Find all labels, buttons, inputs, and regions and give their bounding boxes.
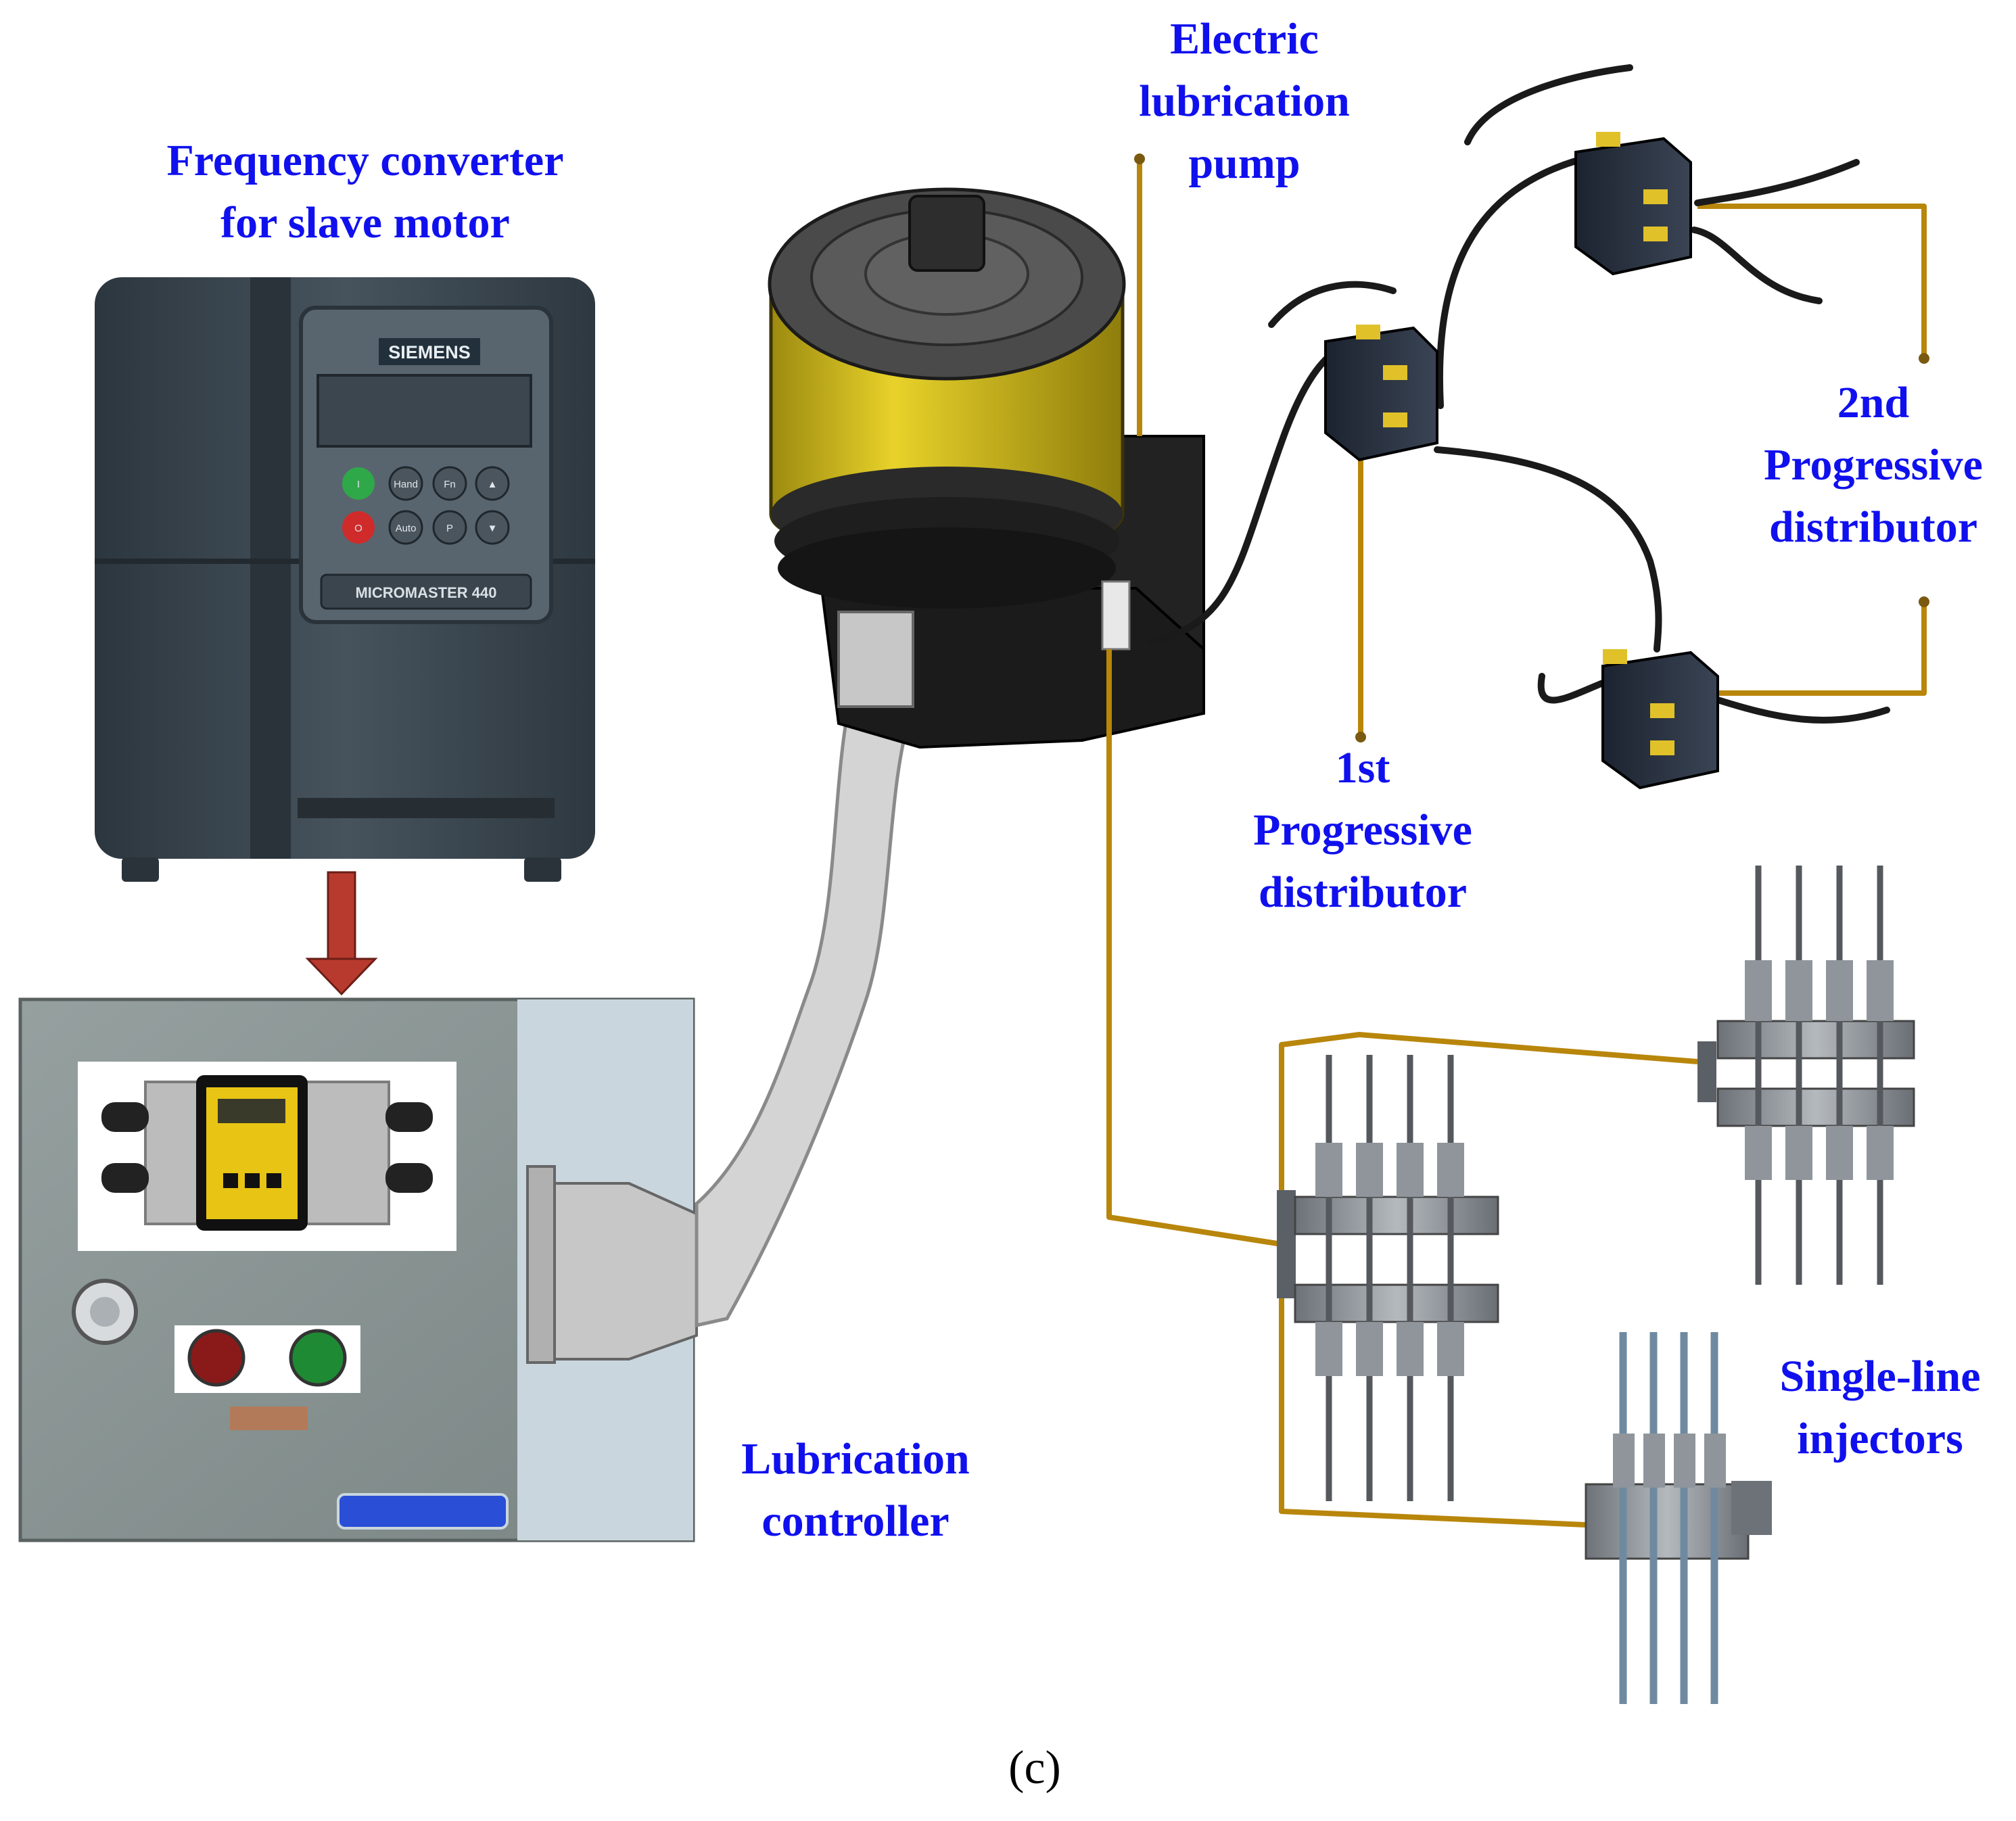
svg-text:P: P xyxy=(446,523,453,534)
pump-connector xyxy=(837,611,914,708)
frequency-converter-device: SIEMENS I Hand Fn ▲ O Auto P ▼ MICROMAST… xyxy=(95,277,595,882)
brand-plate xyxy=(379,338,480,365)
pipe-to-lower-injectors xyxy=(1279,1244,1587,1528)
svg-text:Auto: Auto xyxy=(396,523,417,534)
nameplate xyxy=(337,1493,509,1530)
injector-bank-left xyxy=(1277,1055,1499,1501)
pipe-to-injectors xyxy=(1106,649,1282,1247)
electric-pump-label: Electric lubrication pump xyxy=(1139,14,1350,188)
svg-text:Fn: Fn xyxy=(444,479,456,490)
converter-display xyxy=(317,374,532,448)
second-distributor-leader-top xyxy=(1697,204,1927,358)
distributor-hoses xyxy=(1146,64,1890,724)
outlet-valve xyxy=(1101,580,1131,651)
brand-text: SIEMENS xyxy=(388,342,471,362)
model-text: MICROMASTER 440 xyxy=(355,584,496,601)
injector-bank-upper-right xyxy=(1697,866,1915,1285)
key-on xyxy=(342,467,375,500)
signal-arrow xyxy=(305,871,378,996)
signal-hose xyxy=(695,687,912,1328)
svg-text:▲: ▲ xyxy=(488,479,498,490)
injector-bank-lower xyxy=(1585,1332,1772,1704)
svg-text:O: O xyxy=(354,523,362,534)
lubricant-pipes xyxy=(1106,159,1927,1528)
svg-text:▼: ▼ xyxy=(488,523,498,534)
lubrication-controller-label: Lubrication controller xyxy=(741,1434,970,1546)
frequency-converter-label: Frequency converter for slave motor xyxy=(166,136,564,247)
first-progressive-distributor xyxy=(1324,325,1438,462)
figure-caption: (c) xyxy=(1008,1742,1061,1794)
lubrication-controller-box xyxy=(18,997,698,1542)
harting-connector xyxy=(526,1165,698,1364)
second-distributor-label: 2nd Progressive distributor xyxy=(1764,378,1983,552)
pipe-to-upper-injectors xyxy=(1279,1032,1698,1244)
red-indicator-lamp xyxy=(187,1329,245,1387)
first-distributor-label: 1st Progressive distributor xyxy=(1253,743,1472,917)
second-progressive-distributor-lower xyxy=(1601,649,1719,790)
second-progressive-distributor-upper xyxy=(1574,132,1692,276)
green-indicator-lamp xyxy=(289,1329,347,1387)
single-line-injectors-label: Single-line injectors xyxy=(1779,1352,1981,1463)
second-distributor-leader-bottom xyxy=(1691,602,1927,696)
svg-text:I: I xyxy=(357,479,360,490)
key-off xyxy=(342,511,375,544)
svg-text:Hand: Hand xyxy=(394,479,418,490)
